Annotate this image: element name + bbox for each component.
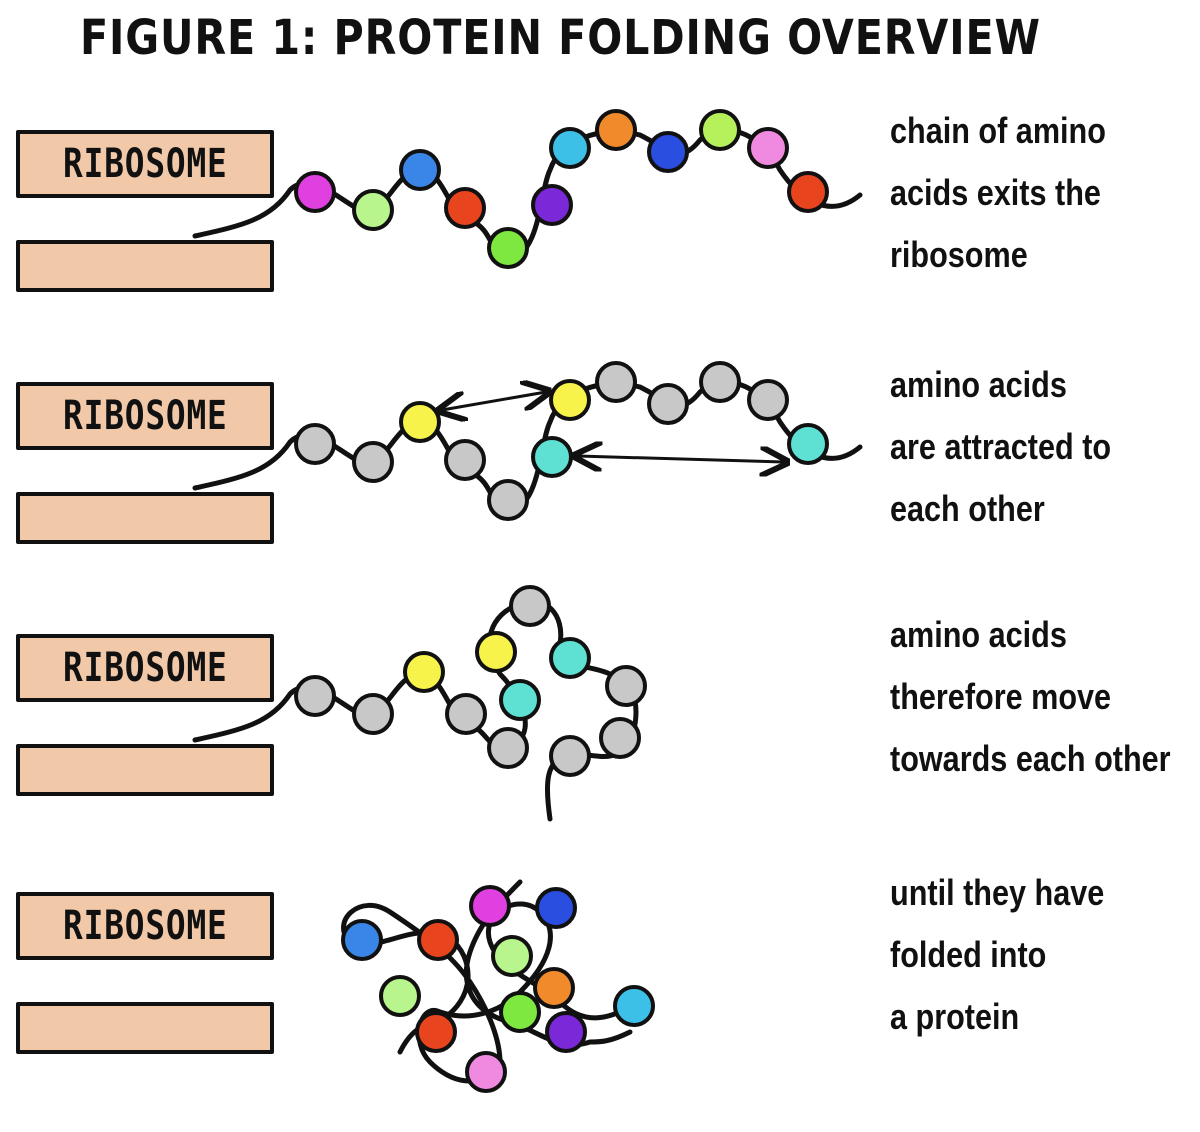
ribosome-large-subunit: RIBOSOME xyxy=(16,130,274,198)
ribosome-large-subunit: RIBOSOME xyxy=(16,382,274,450)
amino-acid-bead-attracted xyxy=(531,436,573,478)
amino-acid-bead xyxy=(787,171,829,213)
amino-acid-bead-attracted xyxy=(475,631,517,673)
amino-acid-bead xyxy=(549,127,591,169)
amino-acid-bead-attracted xyxy=(499,679,541,721)
amino-acid-bead xyxy=(605,665,647,707)
caption: amino acids are attracted to each other xyxy=(890,364,1112,529)
amino-acid-bead xyxy=(444,439,486,481)
amino-acid-bead-attracted xyxy=(403,651,445,693)
amino-acid-bead xyxy=(352,189,394,231)
amino-acid-bead xyxy=(352,693,394,735)
caption: amino acids therefore move towards each … xyxy=(890,614,1171,779)
amino-acid-bead xyxy=(487,727,529,769)
amino-acid-bead xyxy=(595,361,637,403)
ribosome-label: RIBOSOME xyxy=(62,141,228,187)
figure-title: FIGURE 1: PROTEIN FOLDING OVERVIEW xyxy=(80,10,1041,66)
amino-acid-bead xyxy=(509,585,551,627)
amino-acid-bead xyxy=(399,149,441,191)
amino-acid-bead xyxy=(465,1051,507,1093)
amino-acid-bead xyxy=(341,919,383,961)
ribosome-label: RIBOSOME xyxy=(62,393,228,439)
ribosome-large-subunit: RIBOSOME xyxy=(16,892,274,960)
panel-folded-protein: RIBOSOME until they have folded into a p… xyxy=(0,872,1200,1132)
amino-acid-bead-attracted xyxy=(549,637,591,679)
amino-acid-bead xyxy=(491,935,533,977)
amino-acid-bead xyxy=(487,479,529,521)
amino-acid-bead xyxy=(595,109,637,151)
amino-acid-bead xyxy=(647,131,689,173)
amino-acid-bead xyxy=(294,171,336,213)
attraction-arrow xyxy=(442,392,546,410)
amino-acid-bead xyxy=(469,885,511,927)
amino-acid-chain xyxy=(192,585,647,822)
amino-acid-bead-attracted xyxy=(549,379,591,421)
amino-acid-bead xyxy=(599,717,641,759)
caption: chain of amino acids exits the ribosome xyxy=(890,110,1106,275)
amino-acid-bead xyxy=(294,423,336,465)
amino-acid-bead xyxy=(699,361,741,403)
amino-acid-bead xyxy=(487,227,529,269)
ribosome-small-subunit xyxy=(16,744,274,796)
amino-acid-bead xyxy=(545,1011,587,1053)
folded-protein xyxy=(341,879,655,1093)
amino-acid-bead xyxy=(549,735,591,777)
amino-acid-bead xyxy=(352,441,394,483)
amino-acid-bead xyxy=(417,919,459,961)
amino-acid-bead xyxy=(613,985,655,1027)
amino-acid-bead xyxy=(444,187,486,229)
panel-attraction: RIBOSOME amino acids are attracted xyxy=(0,361,1200,622)
attraction-arrow xyxy=(578,456,784,462)
amino-acid-bead xyxy=(499,991,541,1033)
amino-acid-bead-attracted xyxy=(399,401,441,443)
amino-acid-bead xyxy=(533,967,575,1009)
ribosome-label: RIBOSOME xyxy=(62,645,228,691)
ribosome-small-subunit xyxy=(16,1002,274,1054)
amino-acid-bead xyxy=(699,109,741,151)
amino-acid-bead xyxy=(535,887,577,929)
amino-acid-bead xyxy=(445,693,487,735)
amino-acid-bead xyxy=(747,379,789,421)
amino-acid-bead xyxy=(415,1011,457,1053)
ribosome-small-subunit xyxy=(16,492,274,544)
amino-acid-bead xyxy=(747,127,789,169)
panel-chain-exits: RIBOSOME chain of amino acids exits the … xyxy=(0,109,1200,370)
amino-acid-bead xyxy=(531,184,573,226)
amino-acid-bead-attracted xyxy=(787,423,829,465)
amino-acid-bead xyxy=(294,675,336,717)
caption: until they have folded into a protein xyxy=(890,872,1105,1037)
ribosome-large-subunit: RIBOSOME xyxy=(16,634,274,702)
ribosome-small-subunit xyxy=(16,240,274,292)
amino-acid-chain xyxy=(192,109,863,269)
amino-acid-bead xyxy=(647,383,689,425)
ribosome-label: RIBOSOME xyxy=(62,903,228,949)
amino-acid-chain xyxy=(192,361,863,521)
amino-acid-bead xyxy=(379,975,421,1017)
panel-moving-together: RIBOSOME amino acids therefore move towa… xyxy=(0,585,1200,874)
